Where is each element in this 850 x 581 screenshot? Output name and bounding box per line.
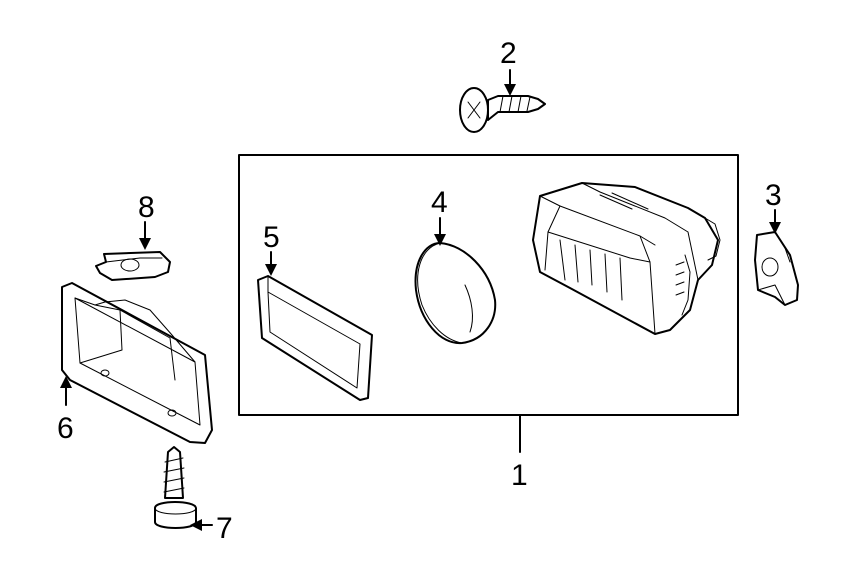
part-7-bolt[interactable]	[154, 446, 197, 529]
callout-4	[434, 217, 446, 246]
label-1: 1	[511, 459, 528, 492]
part-3-clip[interactable]	[754, 231, 799, 306]
label-4: 4	[431, 186, 448, 219]
callout-2	[504, 69, 516, 96]
part-4-lens[interactable]	[414, 242, 497, 345]
label-3: 3	[765, 179, 782, 212]
part-1-fog-lamp[interactable]	[532, 182, 721, 335]
label-7: 7	[216, 512, 233, 545]
label-2: 2	[500, 37, 517, 70]
assembly-box	[238, 154, 739, 453]
callout-5	[265, 251, 277, 276]
label-5: 5	[263, 221, 280, 254]
part-2-screw[interactable]	[459, 87, 546, 133]
part-5-gasket[interactable]	[257, 275, 373, 401]
label-6: 6	[57, 412, 74, 445]
callout-8	[139, 221, 151, 250]
part-8-clip-nut[interactable]	[95, 251, 171, 281]
label-8: 8	[138, 191, 155, 224]
part-6-bezel[interactable]	[61, 282, 213, 444]
callout-3	[769, 209, 781, 234]
callout-7	[190, 519, 213, 531]
callout-6	[60, 376, 72, 406]
